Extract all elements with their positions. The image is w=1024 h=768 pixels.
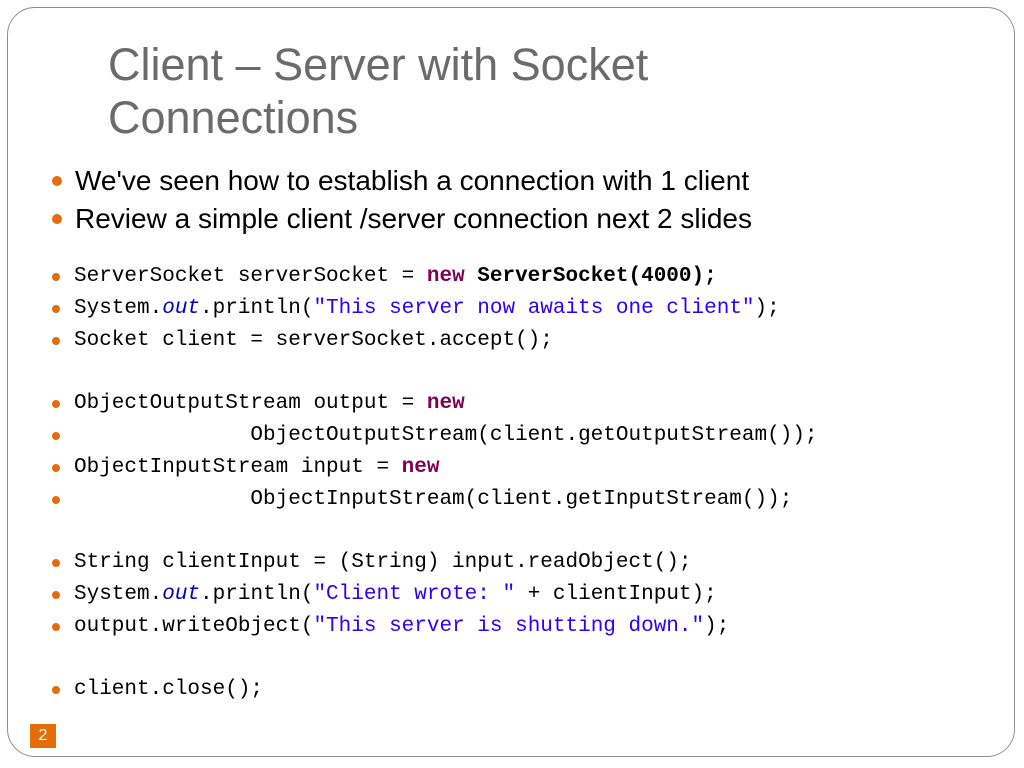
code-line: ObjectInputStream(client.getInputStream(… [48, 484, 818, 516]
page-number-badge: 2 [30, 724, 56, 748]
code-text: ); [704, 614, 730, 638]
title-line-2: Connections [108, 92, 359, 143]
bullet-item: We've seen how to establish a connection… [48, 162, 752, 200]
title-line-1: Client – Server with Socket [108, 39, 649, 90]
code-text: .println( [200, 296, 314, 320]
code-line: String clientInput = (String) input.read… [48, 547, 818, 579]
code-line: output.writeObject("This server is shutt… [48, 611, 818, 643]
code-line: ObjectOutputStream output = new [48, 388, 818, 420]
code-line: System.out.println("Client wrote: " + cl… [48, 579, 818, 611]
code-string: "This server is shutting down." [313, 614, 705, 638]
code-keyword: new [426, 265, 465, 288]
code-text: output.writeObject( [74, 614, 314, 638]
code-text: System. [74, 582, 163, 606]
code-line: ServerSocket serverSocket = new ServerSo… [48, 261, 818, 293]
code-text: .println( [200, 582, 314, 606]
code-line: System.out.println("This server now awai… [48, 293, 818, 325]
code-keyword: new [401, 455, 440, 479]
code-text: ObjectInputStream input = [74, 455, 402, 479]
code-line: client.close(); [48, 674, 818, 706]
code-blank-line [48, 356, 818, 388]
code-text: ServerSocket(4000); [464, 265, 717, 288]
code-string: "This server now awaits one client" [313, 296, 755, 320]
code-blank-line [48, 643, 818, 675]
code-text: ServerSocket serverSocket = [74, 265, 427, 288]
code-text: ); [754, 296, 780, 320]
code-text: ObjectOutputStream output = [74, 392, 427, 416]
code-text: System. [74, 296, 163, 320]
code-string: "Client wrote: " [313, 582, 516, 606]
code-listing: ServerSocket serverSocket = new ServerSo… [48, 261, 818, 706]
code-field: out [162, 296, 201, 320]
code-line: ObjectOutputStream(client.getOutputStrea… [48, 420, 818, 452]
code-field: out [162, 582, 201, 606]
bullet-list: We've seen how to establish a connection… [48, 162, 752, 238]
code-line: Socket client = serverSocket.accept(); [48, 325, 818, 357]
slide-frame [7, 7, 1015, 757]
code-keyword: new [426, 392, 465, 416]
code-line: ObjectInputStream input = new [48, 452, 818, 484]
code-blank-line [48, 515, 818, 547]
code-text: + clientInput); [515, 582, 717, 606]
slide-title: Client – Server with Socket Connections [108, 38, 648, 144]
bullet-item: Review a simple client /server connectio… [48, 200, 752, 238]
